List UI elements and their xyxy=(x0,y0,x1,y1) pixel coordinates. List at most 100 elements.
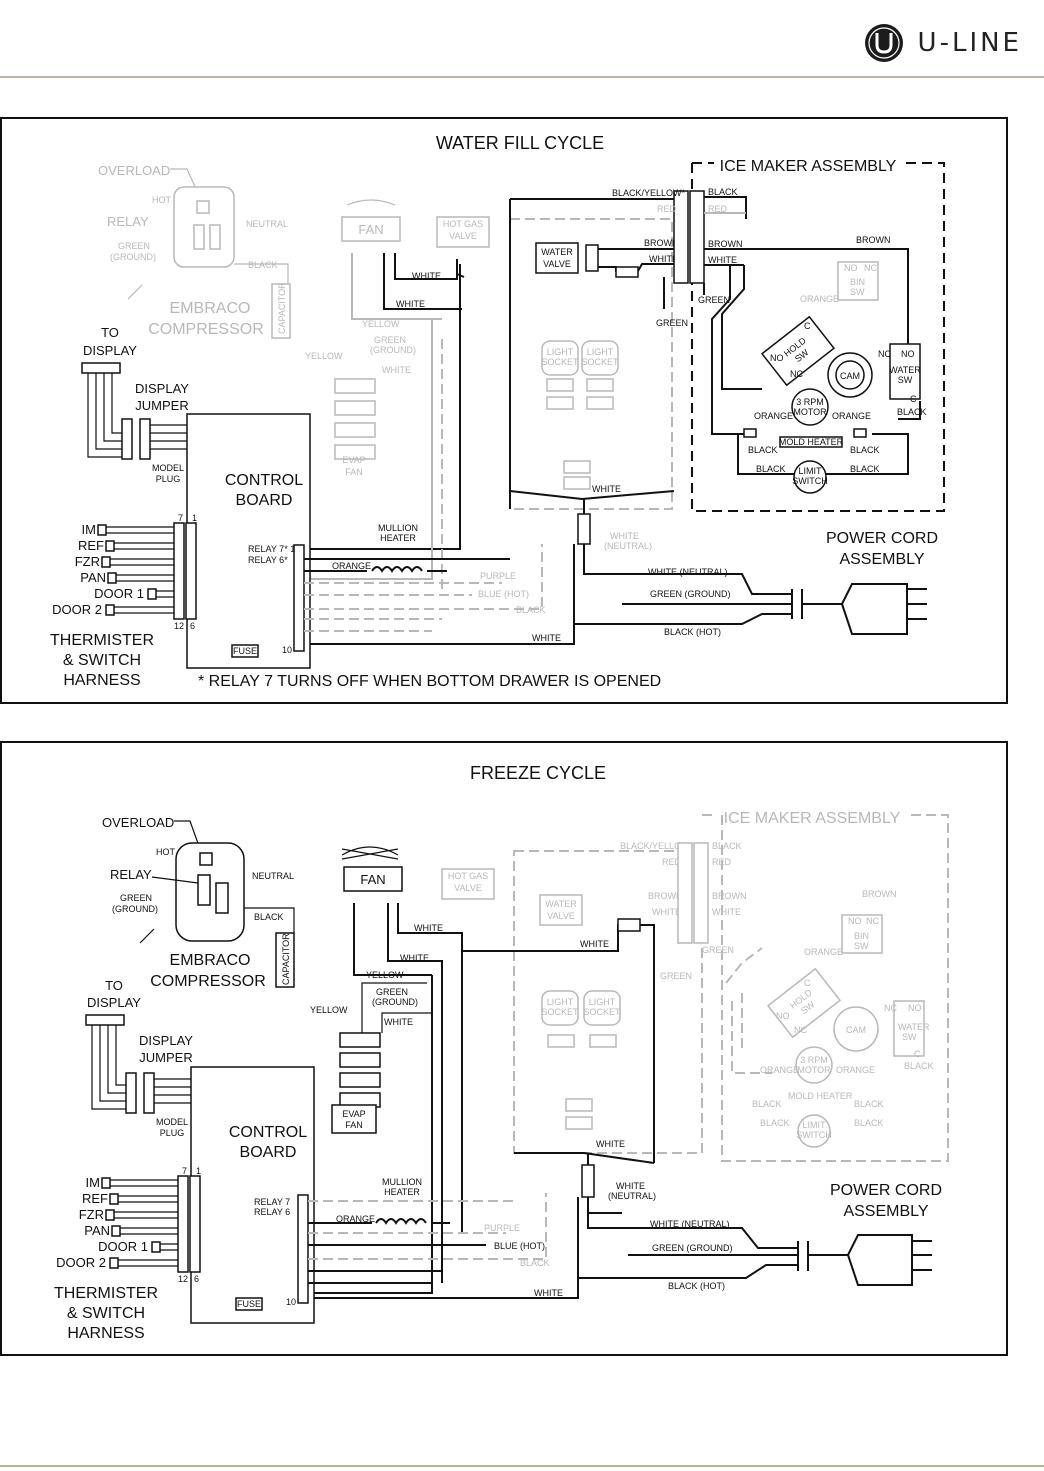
svg-text:NEUTRAL: NEUTRAL xyxy=(246,219,288,229)
u-line-logo-icon xyxy=(864,24,903,62)
svg-text:YELLOW: YELLOW xyxy=(366,970,404,980)
svg-text:WATER: WATER xyxy=(545,899,577,909)
svg-text:REF: REF xyxy=(78,538,104,553)
svg-text:REF: REF xyxy=(82,1191,108,1206)
svg-text:C: C xyxy=(910,394,917,404)
relay-label: RELAY xyxy=(110,867,152,882)
svg-text:SOCKET: SOCKET xyxy=(541,357,579,367)
svg-text:WHITE: WHITE xyxy=(580,939,609,949)
svg-text:NO: NO xyxy=(770,353,784,363)
svg-text:NO: NO xyxy=(901,349,915,359)
svg-text:DOOR 1: DOOR 1 xyxy=(98,1239,148,1254)
svg-text:WHITE: WHITE xyxy=(400,953,429,963)
svg-text:FZR: FZR xyxy=(79,1207,104,1222)
svg-text:ORANGE: ORANGE xyxy=(804,947,843,957)
svg-text:WHITE (NEUTRAL): WHITE (NEUTRAL) xyxy=(648,567,728,577)
svg-text:VALVE: VALVE xyxy=(454,883,482,893)
svg-text:MODEL: MODEL xyxy=(152,463,184,473)
svg-text:SW: SW xyxy=(850,287,865,297)
svg-text:THERMISTER: THERMISTER xyxy=(54,1285,158,1302)
diagram-title: FREEZE CYCLE xyxy=(470,763,606,783)
svg-text:GREEN: GREEN xyxy=(698,295,730,305)
svg-text:WHITE: WHITE xyxy=(532,633,561,643)
hold-switch: HOLD SW xyxy=(760,315,836,387)
svg-text:BROWN: BROWN xyxy=(712,891,747,901)
svg-text:GREEN: GREEN xyxy=(702,945,734,955)
svg-text:GREEN (GROUND): GREEN (GROUND) xyxy=(650,589,731,599)
svg-text:(GROUND): (GROUND) xyxy=(370,345,416,355)
svg-text:FAN: FAN xyxy=(345,467,363,477)
svg-text:LIGHT: LIGHT xyxy=(547,997,574,1007)
power-cord-plug: POWER CORD ASSEMBLY xyxy=(802,530,938,635)
svg-text:TO: TO xyxy=(105,978,123,993)
condenser-fan-group: FAN xyxy=(341,846,403,892)
svg-text:ORANGE: ORANGE xyxy=(754,411,793,421)
svg-text:(GROUND): (GROUND) xyxy=(110,252,156,262)
svg-text:BLACK (HOT): BLACK (HOT) xyxy=(668,1281,725,1291)
svg-text:RELAY 7: RELAY 7 xyxy=(254,1197,290,1207)
svg-text:ORANGE: ORANGE xyxy=(332,561,371,571)
svg-text:VALVE: VALVE xyxy=(543,259,571,269)
control-board xyxy=(190,1066,315,1324)
svg-text:BLACK/YELLOW*: BLACK/YELLOW* xyxy=(612,188,686,198)
relay-note: * RELAY 7 TURNS OFF WHEN BOTTOM DRAWER I… xyxy=(198,673,661,690)
page-header: U-LINE xyxy=(0,0,1044,78)
svg-text:BROWN: BROWN xyxy=(708,239,743,249)
svg-text:C: C xyxy=(804,978,811,988)
svg-text:WHITE: WHITE xyxy=(610,531,639,541)
svg-text:HEATER: HEATER xyxy=(384,1187,420,1197)
svg-text:BROWN: BROWN xyxy=(862,889,897,899)
svg-text:7: 7 xyxy=(178,513,183,523)
svg-text:BLACK: BLACK xyxy=(854,1118,884,1128)
svg-text:NC: NC xyxy=(878,349,891,359)
svg-text:7: 7 xyxy=(182,1166,187,1176)
svg-text:RED: RED xyxy=(662,857,682,867)
svg-text:EVAP: EVAP xyxy=(342,1109,365,1119)
capacitor-box xyxy=(275,932,295,988)
svg-text:CONTROL: CONTROL xyxy=(225,472,303,489)
svg-text:SW: SW xyxy=(902,1032,917,1042)
svg-text:12: 12 xyxy=(178,1274,188,1284)
svg-text:ASSEMBLY: ASSEMBLY xyxy=(839,551,924,568)
diagram-title: WATER FILL CYCLE xyxy=(436,133,604,153)
svg-text:MOTOR: MOTOR xyxy=(793,407,827,417)
svg-text:SOCKET: SOCKET xyxy=(541,1007,579,1017)
svg-text:NC: NC xyxy=(884,1003,897,1013)
svg-text:JUMPER: JUMPER xyxy=(139,1050,192,1065)
svg-text:(GROUND): (GROUND) xyxy=(372,997,418,1007)
svg-text:WATER: WATER xyxy=(898,1022,930,1032)
svg-text:LIGHT: LIGHT xyxy=(589,997,616,1007)
svg-text:LIGHT: LIGHT xyxy=(547,347,574,357)
mold-heater xyxy=(779,436,843,448)
svg-text:DOOR 2: DOOR 2 xyxy=(52,602,102,617)
svg-text:NO: NO xyxy=(908,1003,922,1013)
svg-text:SOCKET: SOCKET xyxy=(583,1007,621,1017)
ice-maker-outline xyxy=(721,814,949,1162)
hot-gas-valve-group: HOT GAS VALVE xyxy=(441,868,495,900)
svg-text:IM: IM xyxy=(82,522,96,537)
svg-text:SOCKET: SOCKET xyxy=(581,357,619,367)
svg-text:MOLD HEATER: MOLD HEATER xyxy=(779,437,844,447)
embraco-label: EMBRACO xyxy=(170,300,251,317)
overload-label: OVERLOAD xyxy=(102,815,174,830)
compressor-group: OVERLOAD HOT RELAY NEUTRAL GREEN (GROUND… xyxy=(98,163,291,339)
svg-text:NC: NC xyxy=(864,263,877,273)
svg-text:BOARD: BOARD xyxy=(240,1144,297,1161)
display-jumper-label: DISPLAY xyxy=(135,381,189,396)
svg-text:YELLOW: YELLOW xyxy=(305,351,343,361)
svg-text:3 RPM: 3 RPM xyxy=(796,397,824,407)
evap-fan-box xyxy=(331,1104,377,1134)
svg-text:YELLOW: YELLOW xyxy=(362,319,400,329)
footer-rule xyxy=(0,1465,1044,1467)
freeze-cycle-diagram: FREEZE CYCLE ICE MAKER ASSEMBLY OVERLOAD… xyxy=(0,741,1008,1356)
svg-text:PURPLE: PURPLE xyxy=(480,571,516,581)
overload-label: OVERLOAD xyxy=(98,163,170,178)
svg-text:FAN: FAN xyxy=(345,1120,363,1130)
compressor-label: COMPRESSOR xyxy=(148,321,264,338)
svg-text:ORANGE: ORANGE xyxy=(800,294,839,304)
svg-text:BLACK: BLACK xyxy=(520,1258,550,1268)
svg-text:HARNESS: HARNESS xyxy=(63,672,140,689)
svg-text:BLACK: BLACK xyxy=(756,464,786,474)
water-valve-group: WATER VALVE xyxy=(535,242,599,274)
svg-text:GREEN: GREEN xyxy=(118,241,150,251)
